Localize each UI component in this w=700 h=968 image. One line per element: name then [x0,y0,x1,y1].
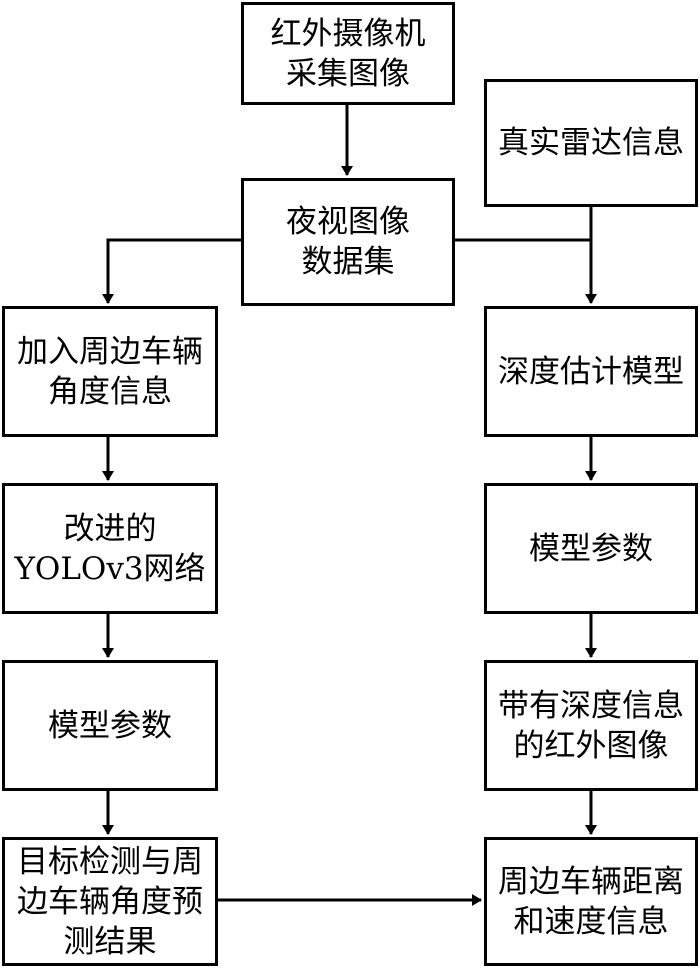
node-depth-model-label: 深度估计模型 [498,353,684,390]
node-depth-image-label: 带有深度信息 的红外图像 [498,687,684,764]
node-depth-image: 带有深度信息 的红外图像 [484,660,698,791]
node-result-label: 周边车辆距离 和速度信息 [498,863,684,940]
node-camera: 红外摄像机 采集图像 [241,2,455,105]
node-yolo: 改进的 YOLOv3网络 [2,483,218,614]
node-angle-info: 加入周边车辆 角度信息 [2,306,218,437]
node-yolo-label: 改进的 YOLOv3网络 [14,510,206,587]
node-radar-label: 真实雷达信息 [498,125,684,161]
node-result: 周边车辆距离 和速度信息 [484,837,698,966]
node-params-left: 模型参数 [2,660,218,791]
node-params-right: 模型参数 [484,483,698,614]
node-dataset: 夜视图像 数据集 [241,178,455,306]
node-detection-label: 目标检测与周 边车辆角度预 测结果 [17,843,203,960]
node-radar: 真实雷达信息 [484,79,698,207]
node-camera-label: 红外摄像机 采集图像 [270,15,426,92]
arrow-dataset-to-angle-info [102,238,241,304]
node-params-right-label: 模型参数 [529,530,653,567]
node-angle-info-label: 加入周边车辆 角度信息 [17,333,203,410]
node-detection: 目标检测与周 边车辆角度预 测结果 [2,837,218,966]
node-depth-model: 深度估计模型 [484,306,698,437]
arrow-dataset-to-depth-model [455,238,597,304]
node-dataset-label: 夜视图像 数据集 [286,204,410,280]
node-params-left-label: 模型参数 [48,707,172,744]
